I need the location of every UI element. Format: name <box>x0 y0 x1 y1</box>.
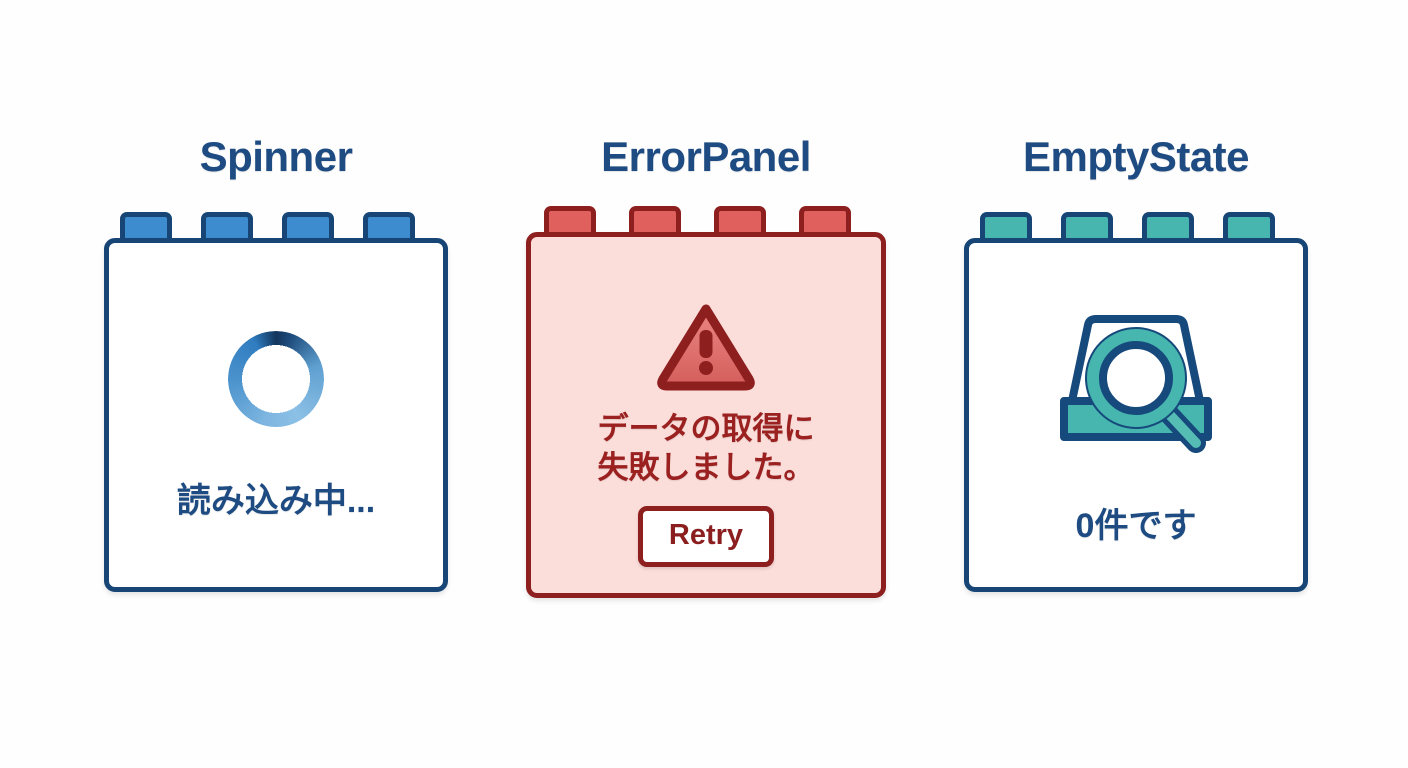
brick-stud-icon <box>544 206 596 236</box>
card-title-empty-state: EmptyState <box>1022 133 1250 180</box>
component-card-spinner: Spinner 読み込み中... <box>66 0 486 768</box>
brick-stud-icon <box>1142 212 1194 242</box>
loading-label: 読み込み中... <box>176 482 376 520</box>
brick-stud-icon <box>201 212 253 242</box>
card-title-spinner: Spinner <box>199 133 353 180</box>
component-card-error-panel: ErrorPanel <box>496 0 916 768</box>
error-message-line-1: データの取得に <box>597 411 815 446</box>
error-message-line-2: 失敗しました。 <box>597 449 815 485</box>
brick-stud-icon <box>1223 212 1275 242</box>
brick-stud-icon <box>120 212 172 242</box>
retry-button[interactable]: Retry <box>637 505 775 567</box>
lego-brick-empty-state: 0件です <box>964 212 1308 592</box>
brick-body-spinner: 読み込み中... <box>104 238 448 592</box>
brick-body-empty-state: 0件です <box>964 238 1308 592</box>
brick-stud-icon <box>799 206 851 236</box>
brick-stud-icon <box>629 206 681 236</box>
brick-stud-icon <box>714 206 766 236</box>
empty-box-magnifier-icon <box>1050 309 1222 464</box>
brick-stud-icon <box>1061 212 1113 242</box>
lego-brick-error-panel: データの取得に 失敗しました。 Retry <box>526 206 886 598</box>
brick-stud-icon <box>282 212 334 242</box>
spinner-ring-icon <box>228 331 324 427</box>
brick-body-error-panel: データの取得に 失敗しました。 Retry <box>526 232 886 598</box>
component-card-empty-state: EmptyState <box>926 0 1346 768</box>
brick-studs-error-panel <box>526 206 886 236</box>
brick-studs-spinner <box>104 212 448 242</box>
card-title-error-panel: ErrorPanel <box>601 133 811 180</box>
brick-studs-empty-state <box>964 212 1308 242</box>
brick-stud-icon <box>980 212 1032 242</box>
error-message: データの取得に 失敗しました。 <box>598 410 815 488</box>
warning-triangle-icon <box>654 299 758 396</box>
lego-brick-spinner: 読み込み中... <box>104 212 448 592</box>
brick-stud-icon <box>363 212 415 242</box>
empty-state-label: 0件です <box>1075 507 1197 545</box>
